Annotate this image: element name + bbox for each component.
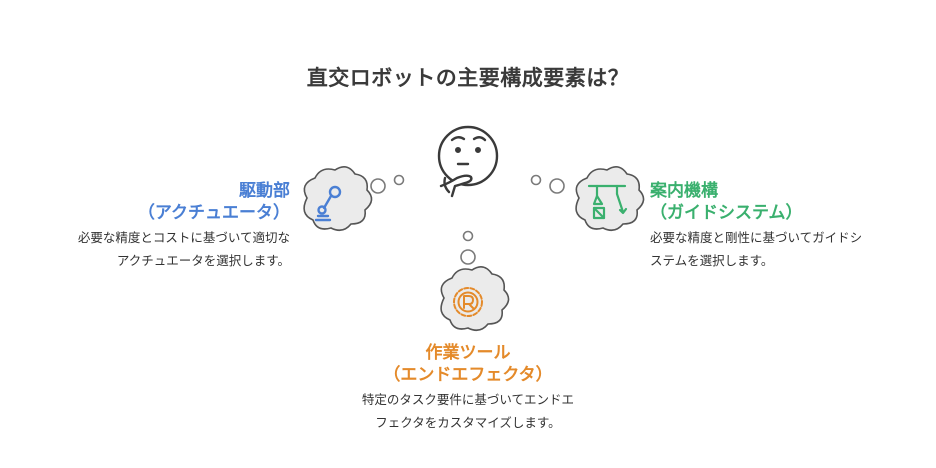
tool-heading-line2: （エンドエフェクタ） — [383, 365, 553, 385]
tool-desc-line2: フェクタをカスタマイズします。 — [375, 415, 561, 430]
drive-cloud — [303, 166, 373, 232]
crane-hoist-icon — [587, 184, 628, 220]
thinking-face-icon — [437, 125, 499, 198]
guide-heading-line2: （ガイドシステム） — [650, 203, 803, 223]
right-thought-bubbles — [530, 174, 565, 194]
guide-heading-line1: 案内機構 — [650, 181, 718, 201]
tool-desc-line1: 特定のタスク要件に基づいてエンドエ — [361, 392, 575, 407]
drive-heading-line1: 駆動部 — [239, 181, 290, 201]
drive-desc-line2: アクチュエータを選択します。 — [116, 253, 290, 268]
page-title: 直交ロボットの主要構成要素は？ — [306, 66, 630, 90]
tool-cloud — [440, 266, 510, 332]
tool-node: 作業ツール （エンドエフェクタ） 特定のタスク要件に基づいてエンドエ フェクタを… — [318, 342, 618, 432]
bottom-thought-bubbles — [460, 230, 476, 265]
guide-cloud — [575, 166, 645, 232]
left-thought-bubbles — [370, 174, 405, 194]
drive-desc-line1: 必要な精度とコストに基づいて適切な — [77, 230, 290, 245]
guide-desc-line2: ステムを選択します。 — [650, 253, 774, 268]
r-gear-badge-icon — [453, 287, 483, 317]
guide-node: 案内機構 （ガイドシステム） 必要な精度と剛性に基づいてガイドシ ステムを選択し… — [650, 180, 920, 270]
tool-heading-line1: 作業ツール — [425, 343, 511, 363]
guide-desc-line1: 必要な精度と剛性に基づいてガイドシ — [650, 230, 863, 245]
robot-arm-icon — [314, 185, 342, 222]
drive-node: 駆動部 （アクチュエータ） 必要な精度とコストに基づいて適切な アクチュエータを… — [0, 180, 290, 270]
drive-heading-line2: （アクチュエータ） — [137, 203, 290, 223]
